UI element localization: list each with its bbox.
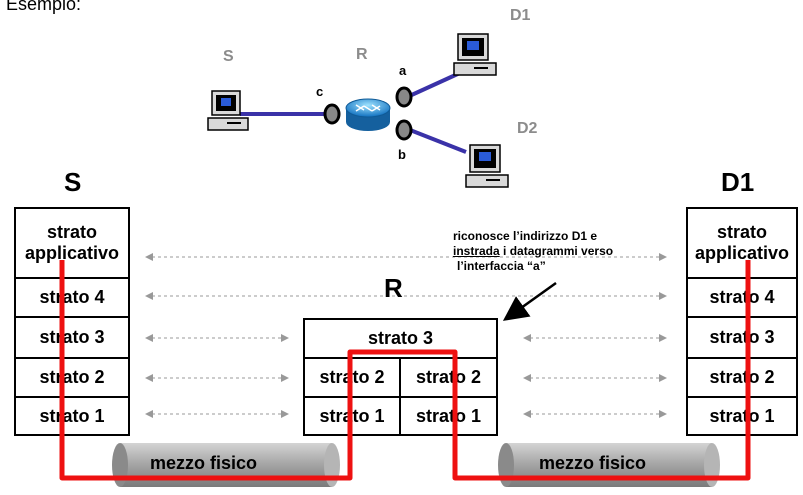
- router-left-layer-2: strato 2: [303, 357, 401, 398]
- label-iface-c: c: [316, 84, 324, 99]
- router-right-layer-1: strato 1: [399, 396, 498, 436]
- label-router-r: R: [356, 46, 368, 63]
- annotation-line-3: l’interfaccia “a”: [457, 259, 546, 273]
- dest-layer-4: strato 4: [686, 277, 798, 318]
- interface-b-icon: [395, 119, 413, 141]
- dest-layer-3: strato 3: [686, 316, 798, 359]
- source-layer-application: strato applicativo: [14, 207, 130, 279]
- dest-layer-2: strato 2: [686, 357, 798, 398]
- computer-d1-icon: [453, 33, 497, 76]
- stack-label-s: S: [64, 167, 82, 197]
- label-host-d1: D1: [510, 7, 531, 24]
- computer-s-icon: [207, 90, 249, 131]
- annotation-arrow: [502, 281, 557, 321]
- router-right-layer-2: strato 2: [399, 357, 498, 398]
- source-layer-4: strato 4: [14, 277, 130, 318]
- stack-label-d1: D1: [721, 167, 755, 197]
- annotation-line-2: instrada i datagrammi verso: [453, 244, 685, 259]
- dest-layer-application: strato applicativo: [686, 207, 798, 279]
- label-iface-b: b: [398, 147, 406, 162]
- router-layer-3: strato 3: [303, 318, 498, 359]
- source-layer-1: strato 1: [14, 396, 130, 436]
- routing-annotation: riconosce l’indirizzo D1 e instrada i da…: [453, 229, 685, 274]
- interface-c-icon: [323, 103, 341, 125]
- router-icon: [345, 98, 391, 131]
- medium-label-left: mezzo fisico: [150, 453, 258, 473]
- label-iface-a: a: [399, 63, 407, 78]
- medium-label-right: mezzo fisico: [539, 453, 647, 473]
- source-layer-2: strato 2: [14, 357, 130, 398]
- network-links: [240, 70, 467, 154]
- annotation-line-1: riconosce l’indirizzo D1 e: [453, 229, 598, 243]
- dest-layer-1: strato 1: [686, 396, 798, 436]
- interface-a-icon: [395, 86, 413, 108]
- router-left-layer-1: strato 1: [303, 396, 401, 436]
- label-host-s: S: [223, 48, 234, 65]
- computer-d2-icon: [465, 144, 509, 188]
- annotation-line-2-rest: i datagrammi verso: [499, 244, 614, 258]
- label-host-d2: D2: [517, 120, 538, 137]
- stack-label-r: R: [384, 273, 403, 303]
- slide-title: Esempio:: [6, 0, 82, 14]
- annotation-underlined-word: instrada: [453, 244, 500, 258]
- source-layer-3: strato 3: [14, 316, 130, 359]
